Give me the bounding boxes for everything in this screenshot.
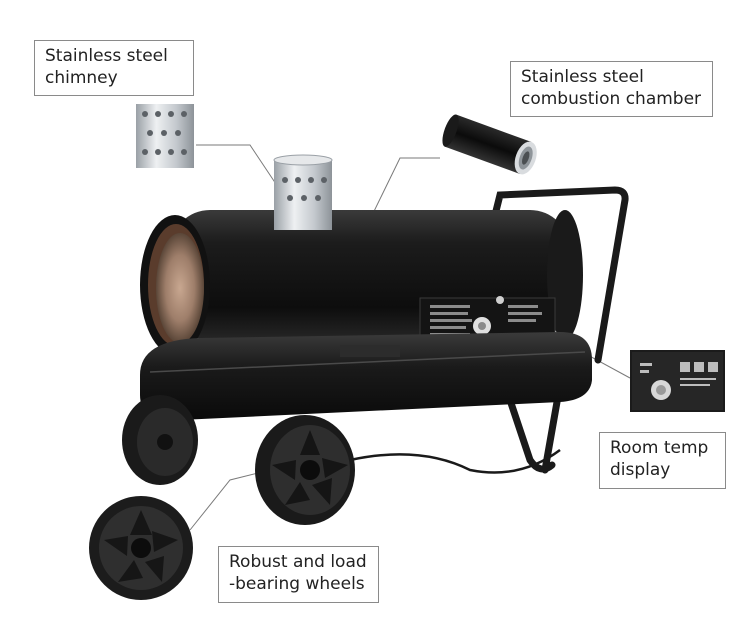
chimney xyxy=(273,154,333,230)
room-temp-display-callout: Room temp display xyxy=(599,432,726,489)
wheel-detail-image xyxy=(89,496,193,600)
chimney-callout: Stainless steel chimney xyxy=(34,40,194,96)
combustion-chamber-callout: Stainless steel combustion chamber xyxy=(510,61,713,117)
chimney-detail-image xyxy=(136,104,194,168)
fuel-tank xyxy=(140,332,592,421)
combustion-chamber-image xyxy=(442,114,537,175)
display-detail-image xyxy=(630,350,725,412)
power-cord xyxy=(349,448,561,474)
rear-wheel xyxy=(122,395,198,485)
heater-barrel xyxy=(140,210,583,355)
front-wheel xyxy=(255,415,355,525)
wheels-callout: Robust and load -bearing wheels xyxy=(218,546,379,603)
